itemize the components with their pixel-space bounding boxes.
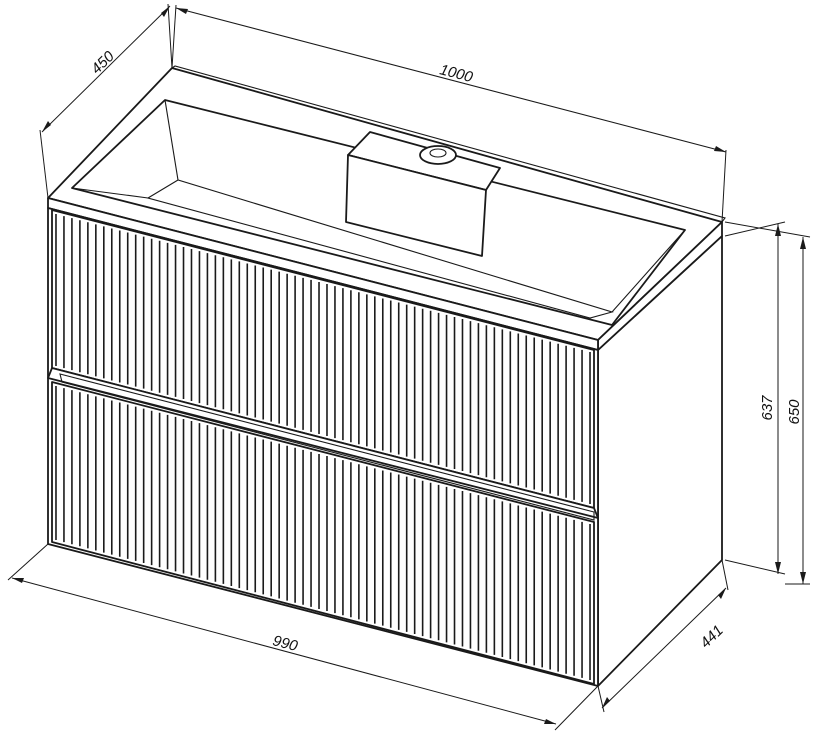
drawer-bottom-flutes (55, 386, 591, 680)
dimension-cabinet-width: 990 (7, 543, 599, 731)
basin-inner-edge-front (611, 229, 686, 313)
drawer-top-flutes (55, 214, 591, 504)
label-top-width: 1000 (438, 61, 475, 86)
drawer-handle-gap (47, 367, 599, 521)
label-cabinet-height: 637 (759, 395, 776, 421)
label-top-depth: 450 (88, 48, 118, 78)
label-cabinet-width: 990 (271, 632, 300, 655)
drawer-bottom[interactable] (51, 381, 595, 685)
basin-inner-edge-left (164, 99, 179, 181)
dimension-cabinet-height: 637 (724, 221, 786, 575)
drawer-top[interactable] (51, 209, 595, 509)
label-cabinet-depth: 441 (697, 622, 727, 652)
faucet-deck-front (345, 154, 487, 257)
label-total-height: 650 (786, 399, 803, 425)
countertop-back-lip (170, 65, 726, 223)
dimension-total-height: 650 (724, 221, 811, 585)
faucet-hole-inner (429, 148, 447, 158)
basin-inner-edge-back (71, 187, 149, 199)
faucet-hole-icon (419, 145, 457, 165)
drawer-bottom-face (51, 381, 595, 685)
sink-countertop (47, 65, 726, 351)
